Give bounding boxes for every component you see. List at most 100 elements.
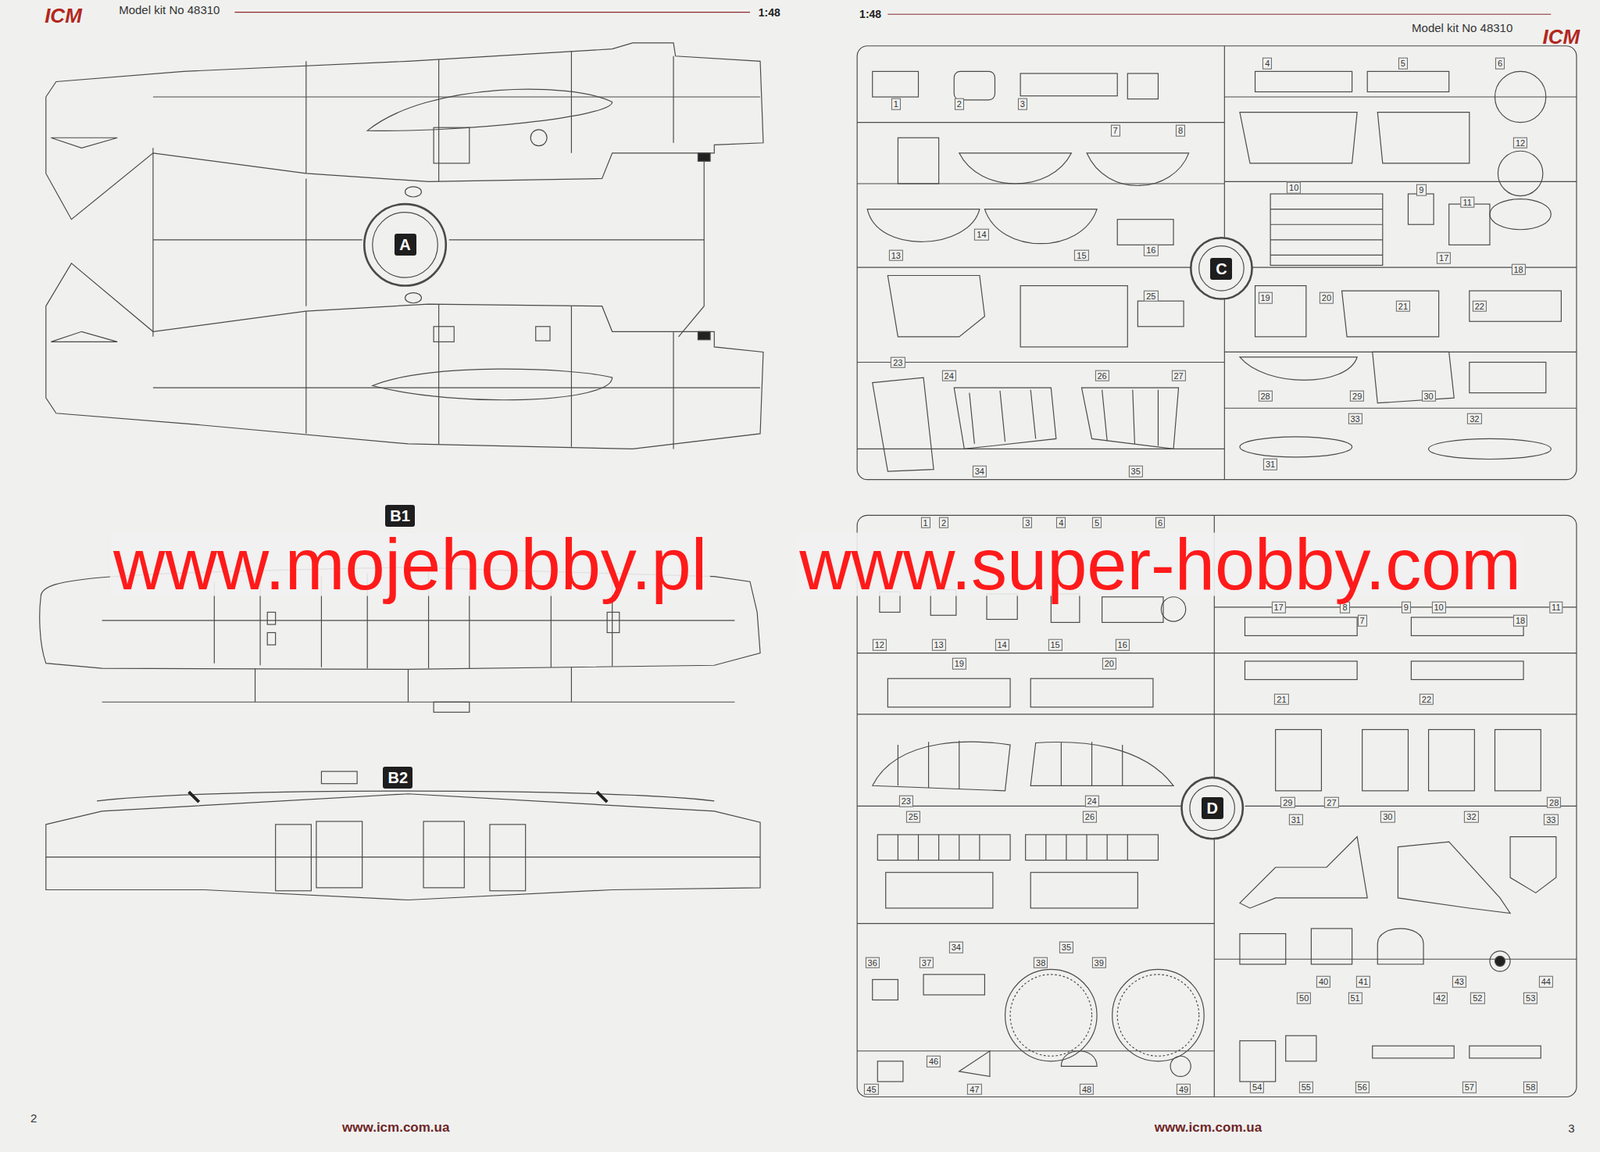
sprue-letter-text: B1: [389, 507, 411, 525]
callout-number: 23: [899, 795, 914, 808]
callout-number: 41: [1356, 975, 1371, 988]
callout-number: 21: [1274, 692, 1289, 705]
callout-number: 7: [1110, 125, 1121, 137]
callout-number: 48: [1079, 1082, 1094, 1095]
callout-number: 50: [1296, 992, 1311, 1004]
callout-number: 12: [872, 639, 887, 651]
callout-number: 37: [919, 956, 934, 968]
callout-number: 40: [1316, 975, 1331, 988]
callout-number: 29: [1280, 796, 1295, 808]
callout-number: 36: [865, 956, 880, 968]
callout-number: 34: [972, 465, 987, 478]
website-footer: www.icm.com.ua: [342, 1119, 450, 1136]
callout-number: 16: [1143, 244, 1158, 257]
callout-number: 30: [1380, 810, 1395, 823]
callout-number: 13: [889, 249, 904, 261]
callout-number: 25: [1143, 289, 1158, 302]
callout-number: 11: [1460, 196, 1474, 208]
callout-number: 27: [1171, 369, 1186, 382]
callout-number: 32: [1464, 810, 1479, 823]
scale-text: 1:48: [859, 7, 882, 21]
callout-number: 4: [1262, 57, 1272, 70]
callout-number: 17: [1436, 252, 1451, 265]
sprue-letter-text: A: [399, 235, 411, 254]
callout-number: 53: [1523, 992, 1538, 1004]
callout-number: 42: [1433, 992, 1448, 1004]
callout-number: 26: [1094, 369, 1109, 382]
callout-number: 58: [1523, 1081, 1538, 1093]
kit-number: Model kit No 48310: [118, 2, 220, 16]
callout-number: 16: [1115, 639, 1130, 651]
callout-number: 15: [1047, 639, 1062, 651]
callout-number: 14: [974, 228, 989, 241]
callout-number: 55: [1299, 1081, 1314, 1093]
watermark: www.mojehobby.pl: [110, 532, 711, 597]
callout-number: 51: [1347, 992, 1362, 1004]
callout-number: 27: [1324, 796, 1339, 808]
callout-number: 29: [1350, 389, 1365, 402]
callout-number: 17: [1271, 601, 1286, 614]
callout-number: 24: [1084, 795, 1099, 808]
callout-number: 13: [932, 639, 947, 651]
callout-number: 49: [1176, 1082, 1191, 1095]
callout-number: 15: [1074, 249, 1089, 261]
callout-number: 1: [921, 516, 931, 529]
callout-number: 11: [1549, 601, 1563, 614]
callout-number: 18: [1510, 263, 1525, 275]
brand-logo: ICM: [44, 3, 83, 28]
callout-number: 21: [1396, 300, 1411, 313]
callout-number: 3: [1017, 98, 1028, 111]
callout-number: 6: [1495, 57, 1505, 70]
callout-number: 3: [1022, 516, 1033, 529]
callout-number: 32: [1467, 412, 1482, 425]
callout-number: 25: [906, 810, 921, 823]
page-number: 3: [1567, 1121, 1575, 1135]
callout-number: 6: [1155, 516, 1165, 529]
callout-number: 9: [1401, 601, 1411, 614]
callout-number: 31: [1289, 813, 1304, 825]
callout-number: 26: [1082, 810, 1097, 823]
callout-number: 5: [1092, 516, 1102, 529]
callout-number: 39: [1092, 956, 1107, 968]
callout-number: 22: [1419, 692, 1434, 705]
callout-number: 56: [1355, 1081, 1370, 1093]
callout-number: 18: [1513, 614, 1528, 627]
callout-number: 35: [1128, 465, 1143, 478]
watermark: www.super-hobby.com: [796, 532, 1525, 597]
callout-number: 34: [949, 941, 964, 954]
callout-number: 20: [1102, 657, 1117, 670]
callout-number: 4: [1056, 516, 1066, 529]
callout-number: 45: [864, 1082, 879, 1095]
callout-number: 19: [1257, 292, 1272, 304]
scale-text: 1:48: [758, 6, 781, 19]
brand-logo: ICM: [1542, 25, 1581, 50]
sprue-letter-text: D: [1206, 799, 1218, 817]
kit-number: Model kit No 48310: [1411, 21, 1513, 35]
callout-number: 24: [942, 369, 957, 382]
callout-number: 8: [1339, 601, 1350, 614]
callout-number: 44: [1539, 975, 1554, 988]
sprue-letter: D: [1201, 796, 1224, 819]
callout-number: 2: [939, 516, 949, 529]
callout-number: 23: [890, 356, 905, 368]
callout-number: 43: [1452, 975, 1467, 988]
callout-number: 20: [1319, 292, 1334, 304]
callout-number: 33: [1543, 813, 1558, 825]
callout-number: 38: [1033, 956, 1048, 968]
callout-number: 28: [1257, 389, 1272, 402]
callout-number: 22: [1472, 300, 1487, 313]
callout-number: 10: [1286, 182, 1301, 194]
callout-number: 19: [952, 657, 967, 670]
callout-number: 57: [1462, 1081, 1477, 1093]
callout-number: 10: [1432, 601, 1447, 614]
callout-number: 33: [1347, 412, 1362, 425]
sprue-letter: B2: [382, 766, 413, 789]
callout-number: 2: [954, 98, 965, 111]
callout-number: 52: [1470, 992, 1485, 1004]
callout-number: 1: [891, 98, 901, 111]
callout-number: 31: [1263, 458, 1278, 471]
callout-number: 30: [1421, 389, 1436, 402]
callout-number: 5: [1398, 57, 1408, 70]
callout-number: 9: [1416, 184, 1426, 197]
callout-number: 14: [994, 639, 1009, 651]
